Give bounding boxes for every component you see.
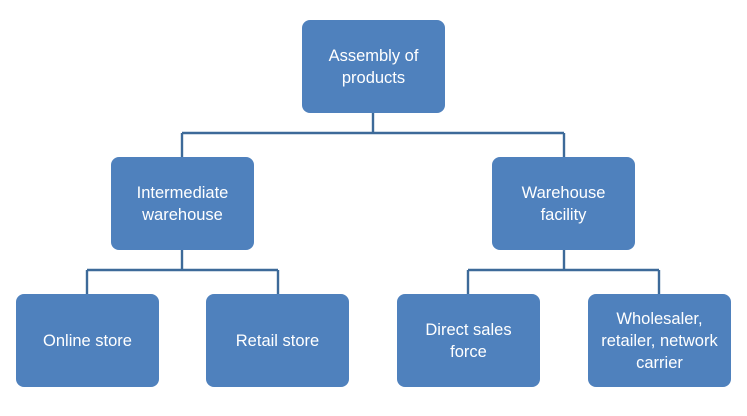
node-label: Retail store <box>235 331 320 350</box>
node-label: Online store <box>43 331 132 350</box>
node-label: Warehouse facility <box>521 183 606 224</box>
node-assembly-of-products: Assembly of products <box>302 20 445 113</box>
node-wholesaler: Wholesaler, retailer, network carrier <box>588 294 731 387</box>
node-label: Assembly of products <box>328 46 419 87</box>
node-retail-store: Retail store <box>206 294 349 387</box>
node-label: Direct sales force <box>425 320 512 361</box>
node-direct-sales-force: Direct sales force <box>397 294 540 387</box>
node-warehouse-facility: Warehouse facility <box>492 157 635 250</box>
node-label: Wholesaler, retailer, network carrier <box>601 309 718 372</box>
node-intermediate-warehouse: Intermediate warehouse <box>111 157 254 250</box>
node-online-store: Online store <box>16 294 159 387</box>
node-label: Intermediate warehouse <box>136 183 229 224</box>
